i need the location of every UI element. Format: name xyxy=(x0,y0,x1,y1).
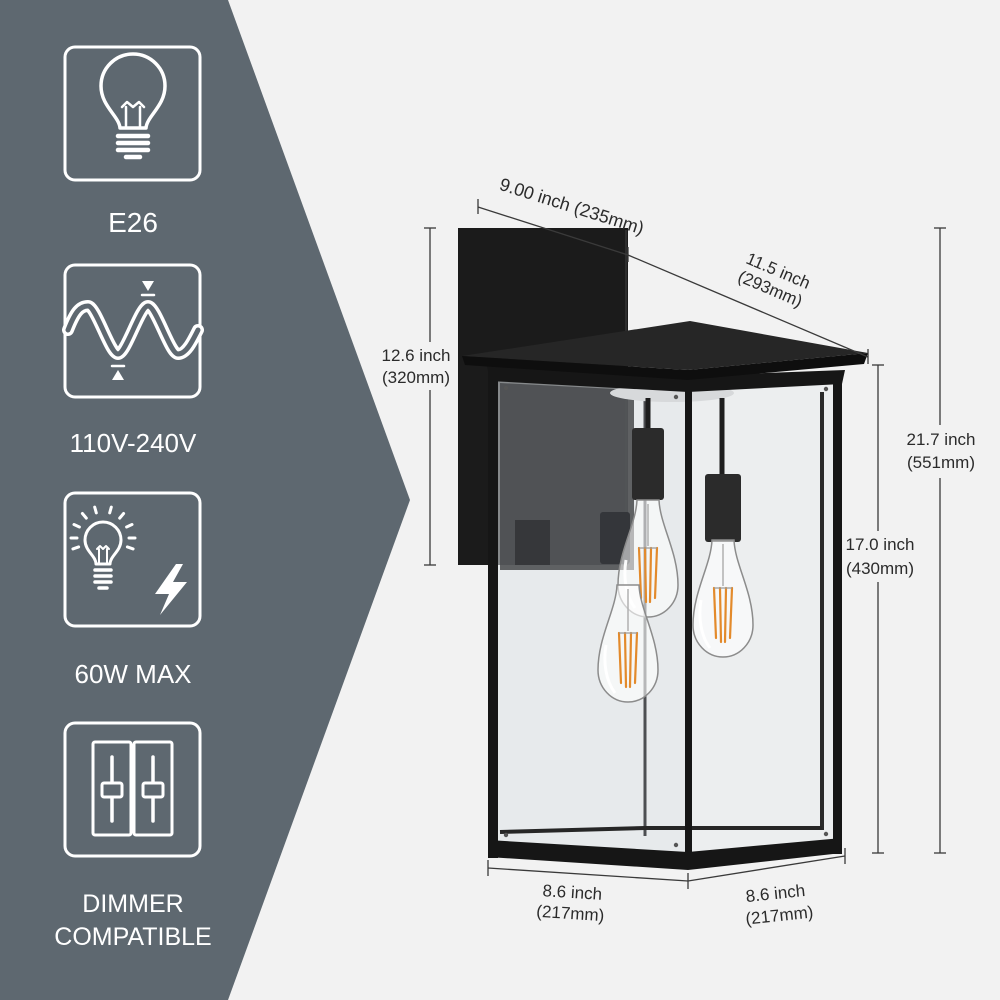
wall-lantern xyxy=(458,228,868,870)
dimension-bottom-left-width: 8.6 inch (217mm) xyxy=(487,860,689,925)
dimension-label: (551mm) xyxy=(907,453,975,472)
socket xyxy=(600,512,630,564)
dimension-label: 8.6 inch xyxy=(542,881,603,904)
frame-bottom-band xyxy=(688,838,842,870)
bulb-lightning-icon xyxy=(69,505,187,615)
feature-label-wattage: 60W MAX xyxy=(74,659,191,689)
feature-dimmer: DIMMER COMPATIBLE xyxy=(54,721,212,951)
side-panel xyxy=(0,0,410,1000)
edison-bulb xyxy=(692,539,754,658)
dimension-backplate-height: 12.6 inch (320mm) xyxy=(382,227,451,566)
dimension-label: (320mm) xyxy=(382,368,450,387)
roof-edge xyxy=(462,356,688,380)
dimension-label: 17.0 inch xyxy=(846,535,915,554)
edison-bulb xyxy=(597,584,659,703)
feature-label-dimmer-line2: COMPATIBLE xyxy=(54,923,211,951)
feature-label-dimmer-line1: DIMMER xyxy=(82,890,183,918)
dimension-overall-height: 21.7 inch (551mm) xyxy=(907,227,976,854)
frame-bottom-band xyxy=(488,840,688,870)
feature-voltage: 110V-240V xyxy=(62,263,204,458)
dimension-label: (217mm) xyxy=(536,902,605,925)
dimension-label: 12.6 inch xyxy=(382,346,451,365)
socket xyxy=(705,474,741,542)
dimmer-switch-icon xyxy=(91,740,174,837)
icon-frame xyxy=(63,491,202,628)
dimension-label: (430mm) xyxy=(846,559,914,578)
voltage-wave-icon xyxy=(62,281,204,380)
frame-post-front xyxy=(685,376,692,868)
frame-top-band xyxy=(487,366,688,392)
frame-post-right xyxy=(833,372,842,854)
frame-post-left xyxy=(488,368,498,858)
icon-frame xyxy=(63,45,202,182)
feature-e26: E26 xyxy=(63,45,202,238)
roof-edge xyxy=(688,353,868,380)
feature-label-e26: E26 xyxy=(108,207,158,238)
dimension-label: 21.7 inch xyxy=(907,430,976,449)
dimension-lantern-height: 17.0 inch (430mm) xyxy=(846,364,915,854)
socket xyxy=(632,428,664,500)
feature-label-voltage: 110V-240V xyxy=(70,428,197,458)
feature-wattage: 60W MAX xyxy=(63,491,202,689)
bulb-icon xyxy=(99,52,167,160)
icon-frame xyxy=(63,721,202,858)
roof-top xyxy=(462,321,868,370)
